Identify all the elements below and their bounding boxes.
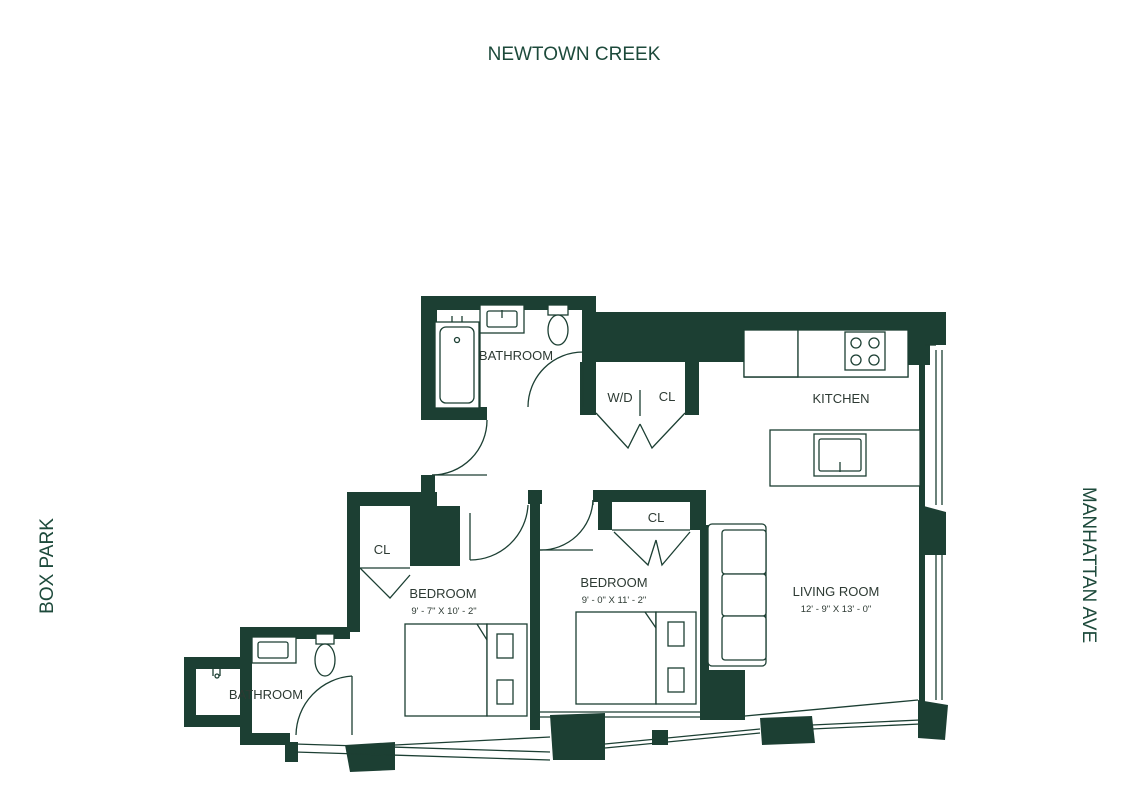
room-label-bathroom-main: BATHROOM [479,348,553,363]
bed-icon [404,623,528,717]
bedroom2-door-icon [539,499,594,551]
small-bathroom-door-icon [295,675,353,736]
closet-doors-icon [595,390,686,450]
street-label-north: NEWTOWN CREEK [488,44,661,65]
cooktop-icon [844,331,886,371]
vanity-sink-icon [479,304,525,334]
bathroom-door-icon [527,351,584,408]
vanity-sink-icon [251,636,297,664]
room-dimension-bedroom2: 9' - 0" X 11' - 2" [582,595,647,606]
shower-fixture-icon [212,667,221,679]
walls [184,296,948,772]
kitchen-sink-icon [813,433,867,477]
room-dimension-living: 12' - 9" X 13' - 0" [801,604,872,615]
bedroom1-door-icon [469,504,529,561]
toilet-icon [547,304,569,346]
sofa-icon [707,523,767,667]
street-label-east: MANHATTAN AVE [1078,487,1099,643]
bedroom1-closet-icon [359,567,411,599]
room-label-bathroom-small: BATHROOM [229,687,303,702]
room-label-wd: W/D [607,390,632,405]
street-label-west: BOX PARK [37,518,58,614]
room-label-bedroom1: BEDROOM [409,586,476,601]
room-dimension-bedroom1: 9' - 7" X 10' - 2" [411,606,476,617]
bed-icon [575,611,697,705]
room-label-kitchen: KITCHEN [812,391,869,406]
bedroom2-closet-icon [612,529,691,567]
room-label-cl-bedroom1: CL [374,542,391,557]
corridor-door-icon [431,419,488,476]
room-label-cl-hall: CL [659,389,676,404]
room-label-living: LIVING ROOM [793,584,880,599]
toilet-icon [314,633,336,677]
room-label-cl-bedroom2: CL [648,510,665,525]
south-wall-lines [294,344,943,761]
room-label-bedroom2: BEDROOM [580,575,647,590]
bathtub-icon [434,316,480,409]
